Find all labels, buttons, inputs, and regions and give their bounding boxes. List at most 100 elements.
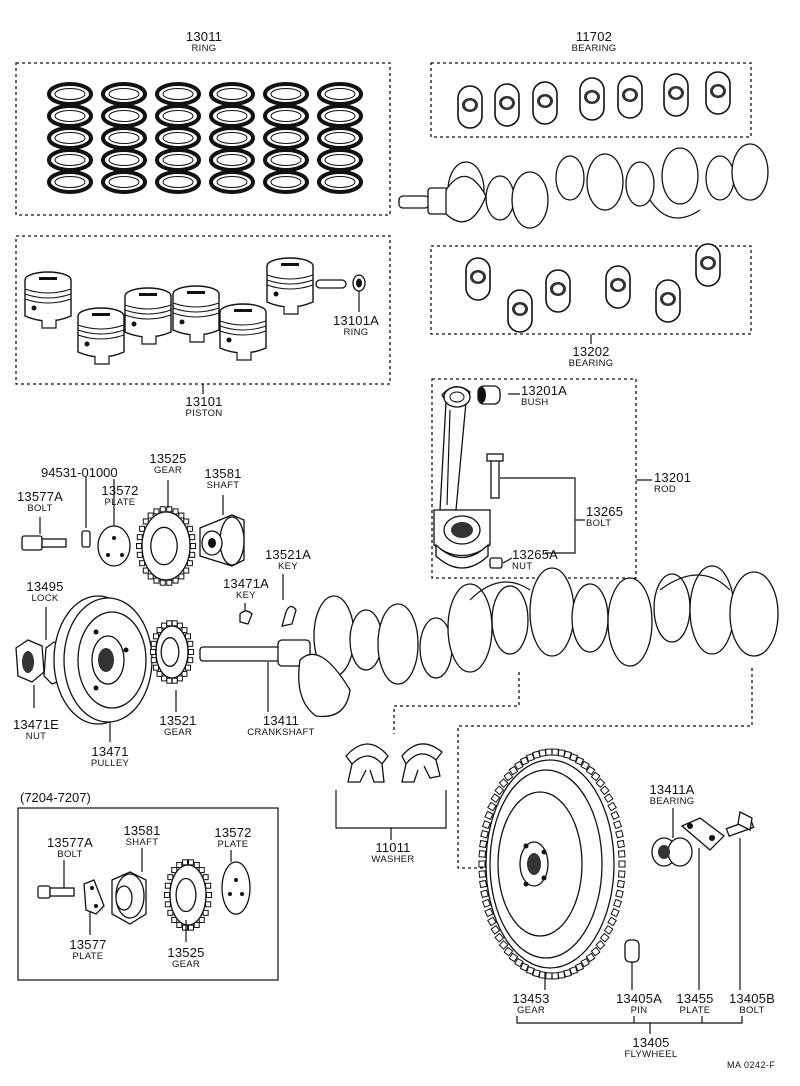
- piston-ring: [209, 170, 255, 194]
- main-bearing-shell: [532, 81, 558, 125]
- ring-gear-tooth: [519, 756, 530, 766]
- inset-label-13581: 13581 SHAFT: [123, 824, 160, 848]
- part-name: KEY: [236, 590, 256, 601]
- ring-gear-tooth: [503, 946, 514, 957]
- gear-tooth: [136, 543, 142, 549]
- part-number: 13405B: [728, 991, 776, 1006]
- piston-ring: [263, 170, 309, 194]
- part-number: 13405A: [615, 991, 663, 1006]
- part-name: GEAR: [171, 959, 201, 970]
- part-name: BEARING: [568, 358, 614, 369]
- ring-gear-tooth: [599, 785, 610, 796]
- timing-gear-assembly: [21, 477, 284, 617]
- gear-tooth: [205, 901, 212, 908]
- ring-gear-tooth: [595, 778, 606, 788]
- ring-gear-tooth: [610, 907, 620, 918]
- gear-tooth: [198, 916, 205, 923]
- crank-web: [607, 577, 653, 667]
- ring-gear-tooth: [613, 898, 623, 908]
- ring-set-13011: [15, 62, 391, 216]
- part-name: BOLT: [586, 518, 612, 529]
- piston-ring: [209, 82, 255, 106]
- ring-gear-tooth: [498, 940, 509, 950]
- part-number: 11702: [575, 29, 613, 44]
- ring-gear-tooth: [479, 839, 488, 849]
- main-bearing-shell: [617, 75, 643, 119]
- piston-ring: [317, 148, 363, 172]
- ring-gear-tooth: [563, 969, 572, 978]
- part-name: PULLEY: [90, 758, 130, 769]
- part-number: 13411: [262, 713, 300, 728]
- ring-gear-tooth: [618, 860, 626, 868]
- crank-web: [661, 147, 699, 205]
- ring-gear-tooth: [590, 771, 601, 782]
- ring-gear-tooth: [580, 760, 590, 771]
- part-number: 13455: [676, 991, 714, 1006]
- part-name: WASHER: [371, 854, 415, 865]
- part-number: 13495: [26, 579, 64, 594]
- gear-tooth: [161, 675, 168, 682]
- gear-tooth: [187, 657, 194, 664]
- ring-gear-tooth: [481, 820, 491, 830]
- gear-tooth: [181, 627, 188, 634]
- part-name: SHAFT: [125, 837, 159, 848]
- label-13455: 13455 PLATE: [676, 992, 713, 1016]
- part-name: CRANKSHAFT: [247, 727, 315, 738]
- ring-gear-tooth: [551, 972, 559, 980]
- gear-tooth: [172, 508, 179, 515]
- gear-tooth: [166, 620, 173, 627]
- part-number: 13101A: [332, 313, 380, 328]
- crank-web: [689, 565, 735, 655]
- rod-bearing-shell: [465, 257, 491, 301]
- part-name: FLYWHEEL: [624, 1049, 678, 1060]
- part-name: PISTON: [185, 408, 223, 419]
- crank-web: [729, 571, 779, 657]
- ring-gear-tooth: [599, 932, 610, 943]
- gear-tooth: [150, 649, 156, 655]
- label-13581: 13581 SHAFT: [204, 467, 241, 491]
- part-number: 13405: [632, 1035, 670, 1050]
- gear-tooth: [164, 882, 171, 889]
- piston-ring: [155, 126, 201, 150]
- gear-tooth: [187, 859, 194, 866]
- gear-tooth: [150, 657, 157, 664]
- label-13521A: 13521A KEY: [265, 548, 311, 572]
- part-number: 13202: [572, 344, 610, 359]
- gear-tooth: [176, 922, 183, 929]
- ring-gear-tooth: [478, 870, 487, 878]
- piston-ring: [317, 82, 363, 106]
- part-number: 13011: [185, 29, 223, 44]
- label-13265A: 13265A NUT: [512, 548, 558, 572]
- ring-gear-tooth: [538, 749, 547, 757]
- inset-range-label: (7204-7207): [20, 790, 91, 805]
- ring-gear-tooth: [580, 957, 590, 968]
- part-number: 13201A: [521, 383, 568, 398]
- piston-ring: [317, 170, 363, 194]
- piston-ring: [209, 104, 255, 128]
- gear-tooth: [183, 567, 190, 574]
- part-number: 13453: [512, 991, 550, 1006]
- drawing-code: MA 0242-F: [727, 1060, 776, 1070]
- rod-bearing-shell: [655, 279, 681, 323]
- ring-gear-tooth: [557, 971, 566, 979]
- part-name: SHAFT: [206, 480, 240, 491]
- rod-bearing-shell: [545, 269, 571, 313]
- gear-tooth: [182, 859, 189, 866]
- gear-tooth: [164, 892, 170, 898]
- gear-tooth: [178, 573, 185, 580]
- part-number: 13577: [69, 937, 107, 952]
- part-number: 13525: [167, 945, 205, 960]
- inset-label-13525: 13525 GEAR: [167, 946, 204, 970]
- crank-web: [705, 155, 735, 201]
- crankshaft-top-illustration: [398, 143, 769, 229]
- part-name: BUSH: [521, 397, 549, 408]
- piston-ring: [317, 126, 363, 150]
- label-13405A: 13405A PIN: [616, 992, 662, 1016]
- piston-ring: [263, 82, 309, 106]
- part-number: 13521A: [264, 547, 312, 562]
- part-number: 13411A: [649, 782, 695, 797]
- gear-tooth: [156, 670, 163, 677]
- ring-gear-tooth: [616, 839, 625, 849]
- piston-ring: [209, 126, 255, 150]
- ring-gear-tooth: [603, 793, 614, 804]
